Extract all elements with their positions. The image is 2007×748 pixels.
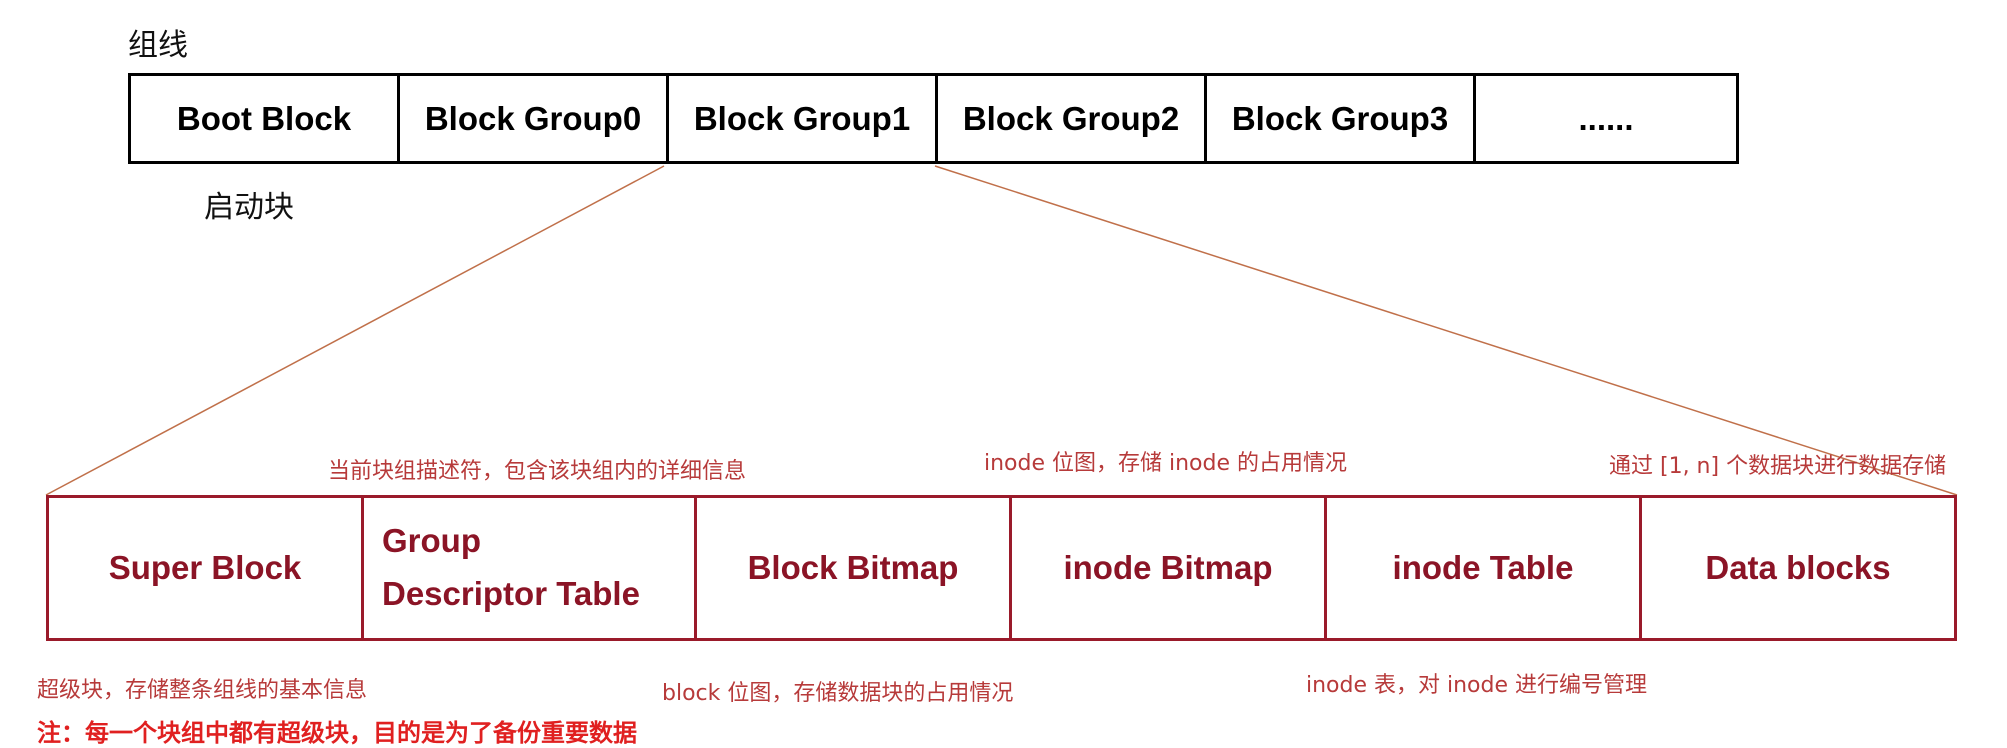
data-blocks-label: Data blocks xyxy=(1705,548,1891,586)
block-group-2: Block Group2 xyxy=(938,76,1207,161)
annotation-block-bitmap: block 位图，存储数据块的占用情况 xyxy=(662,681,1014,706)
note-backup: 注：每一个块组中都有超级块，目的是为了备份重要数据 xyxy=(37,719,637,747)
block-group-1: Block Group1 xyxy=(669,76,938,161)
boot-block-caption: 启动块 xyxy=(204,190,294,225)
inode-table-label: inode Table xyxy=(1392,548,1574,586)
annotation-inode-bitmap: inode 位图，存储 inode 的占用情况 xyxy=(984,451,1348,476)
connector-right xyxy=(934,165,1958,496)
block-group-more: ...... xyxy=(1578,99,1634,137)
block-bitmap: Block Bitmap xyxy=(697,498,1012,638)
gdt-label-line1: Group xyxy=(382,522,481,560)
annotation-super-block: 超级块，存储整条组线的基本信息 xyxy=(37,678,368,703)
block-group-0: Block Group0 xyxy=(400,76,669,161)
data-blocks: Data blocks xyxy=(1642,498,1954,638)
block-group-row: Boot Block Block Group0 Block Group1 Blo… xyxy=(128,73,1739,164)
annotation-gdt: 当前块组描述符，包含该块组内的详细信息 xyxy=(328,459,747,484)
annotation-inode-table: inode 表，对 inode 进行编号管理 xyxy=(1306,673,1648,698)
gdt-label-line2: Descriptor Table xyxy=(382,575,640,612)
block-group-3: Block Group3 xyxy=(1207,76,1476,161)
inode-bitmap-label: inode Bitmap xyxy=(1063,548,1273,586)
super-block-label: Super Block xyxy=(108,548,302,586)
group-descriptor-table: Group Descriptor Table xyxy=(364,498,697,638)
super-block: Super Block xyxy=(49,498,364,638)
annotation-data-blocks: 通过 [1, n] 个数据块进行数据存储 xyxy=(1609,454,1947,479)
top-label: 组线 xyxy=(128,28,188,63)
block-bitmap-label: Block Bitmap xyxy=(747,548,959,586)
block-group-detail-row: Super Block Group Descriptor Table Block… xyxy=(46,495,1957,641)
inode-table: inode Table xyxy=(1327,498,1642,638)
inode-bitmap: inode Bitmap xyxy=(1012,498,1327,638)
connector-left xyxy=(45,165,665,496)
boot-block: Boot Block xyxy=(131,76,400,161)
